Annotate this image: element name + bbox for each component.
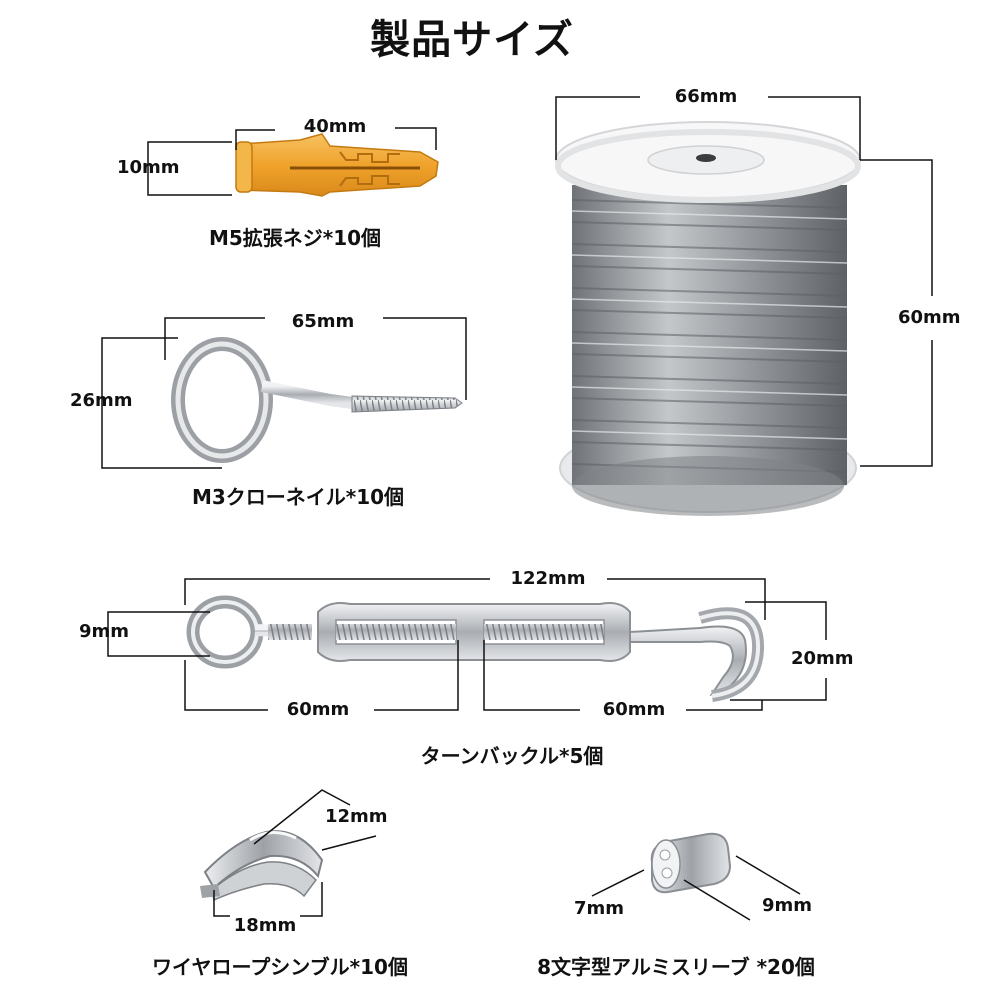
sleeve-a-label: 7mm — [574, 898, 625, 919]
page-title: 製品サイズ — [370, 17, 574, 63]
turnbuckle-eye-label: 9mm — [79, 621, 130, 642]
turnbuckle-hook-label: 20mm — [791, 648, 854, 669]
anchor-dimension-lines — [147, 127, 437, 196]
anchor-diameter-label: 10mm — [117, 157, 180, 178]
thimble-caption: ワイヤロープシンブル*10個 — [152, 955, 408, 979]
thimble-illustration — [200, 830, 324, 902]
wire-spool-illustration — [555, 121, 861, 516]
spool-width-label: 66mm — [674, 86, 738, 107]
eye-screw-dimension-lines — [101, 317, 467, 469]
sleeve-illustration — [650, 832, 732, 894]
anchor-illustration — [235, 133, 439, 197]
thimble-width-label: 12mm — [325, 806, 388, 827]
eye-screw-height-label: 26mm — [70, 390, 133, 411]
thimble-dimension-lines — [213, 789, 377, 917]
turnbuckle-left-half-label: 60mm — [286, 699, 350, 720]
wire-spool-dimension-lines — [555, 96, 933, 467]
eye-screw-length-label: 65mm — [291, 311, 355, 332]
spool-height-label: 60mm — [898, 307, 961, 328]
sleeve-caption: 8文字型アルミスリーブ *20個 — [537, 955, 815, 979]
anchor-length-label: 40mm — [303, 116, 367, 137]
turnbuckle-right-half-label: 60mm — [602, 699, 666, 720]
sleeve-dimension-lines — [591, 855, 801, 921]
turnbuckle-illustration — [186, 595, 765, 702]
turnbuckle-caption: ターンバックル*5個 — [420, 744, 604, 768]
anchor-caption: M5拡張ネジ*10個 — [208, 226, 382, 250]
eye-screw-illustration — [171, 337, 463, 463]
sleeve-b-label: 9mm — [762, 895, 813, 916]
thimble-length-label: 18mm — [233, 915, 297, 936]
eye-screw-caption: M3クローネイル*10個 — [191, 485, 405, 509]
turnbuckle-dimension-lines — [107, 578, 827, 711]
turnbuckle-total-label: 122mm — [510, 568, 586, 589]
